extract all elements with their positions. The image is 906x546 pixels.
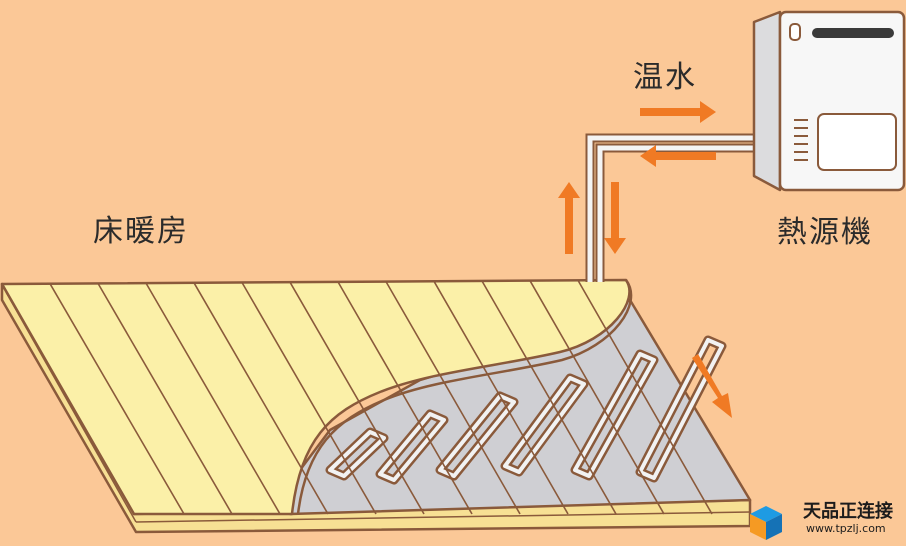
floorboard-curl-lip xyxy=(296,279,633,515)
floor-board-edge-line xyxy=(135,511,751,523)
floorboard-seam xyxy=(97,282,233,515)
display-bar xyxy=(812,28,894,38)
floorboard-seam xyxy=(289,281,425,515)
floorboard-seams xyxy=(49,280,713,515)
indicator-light xyxy=(789,23,801,41)
heat-source-label: 熱源機 xyxy=(777,215,873,250)
pipe-loop xyxy=(328,430,386,478)
floorboard-seam xyxy=(577,280,713,515)
floor-heating-label: 床暖房 xyxy=(93,214,189,249)
floorboard-seam xyxy=(385,281,521,515)
warm-water-label: 温水 xyxy=(633,60,697,95)
vent-slots xyxy=(794,119,808,161)
control-panel xyxy=(817,113,897,171)
pipe-loop xyxy=(503,376,586,474)
floorboard-seam xyxy=(241,282,377,515)
return-pipe-inner xyxy=(597,145,756,282)
watermark-url: www.tpzlj.com xyxy=(806,522,886,535)
floorboard-seam xyxy=(145,282,281,515)
arrow-up-icon xyxy=(558,182,580,254)
arrow-right-icon xyxy=(640,101,716,123)
watermark-logo xyxy=(750,506,782,540)
floorboard-seam xyxy=(337,281,473,515)
heat-source-unit xyxy=(752,10,906,192)
heat-source-side xyxy=(752,10,782,192)
floorboard-seam xyxy=(433,280,569,515)
floorboard-surface xyxy=(0,278,631,516)
arrow-left-icon xyxy=(640,145,716,167)
watermark-name: 天品正连接 xyxy=(803,501,893,522)
pipe-loop xyxy=(638,338,724,480)
return-pipe xyxy=(595,143,756,282)
floorboard-seam xyxy=(481,280,617,515)
arrow-down-icon xyxy=(604,182,626,254)
floorboard-seam xyxy=(529,280,665,515)
supply-pipe-inner xyxy=(587,135,756,282)
pipe-loop xyxy=(378,412,446,482)
floorboard-seam xyxy=(49,283,185,515)
heating-pipe-loops xyxy=(325,335,727,485)
cube-logo-icon xyxy=(750,506,782,540)
pipe-loop xyxy=(573,352,656,478)
arrow-down-right-icon xyxy=(692,354,732,418)
